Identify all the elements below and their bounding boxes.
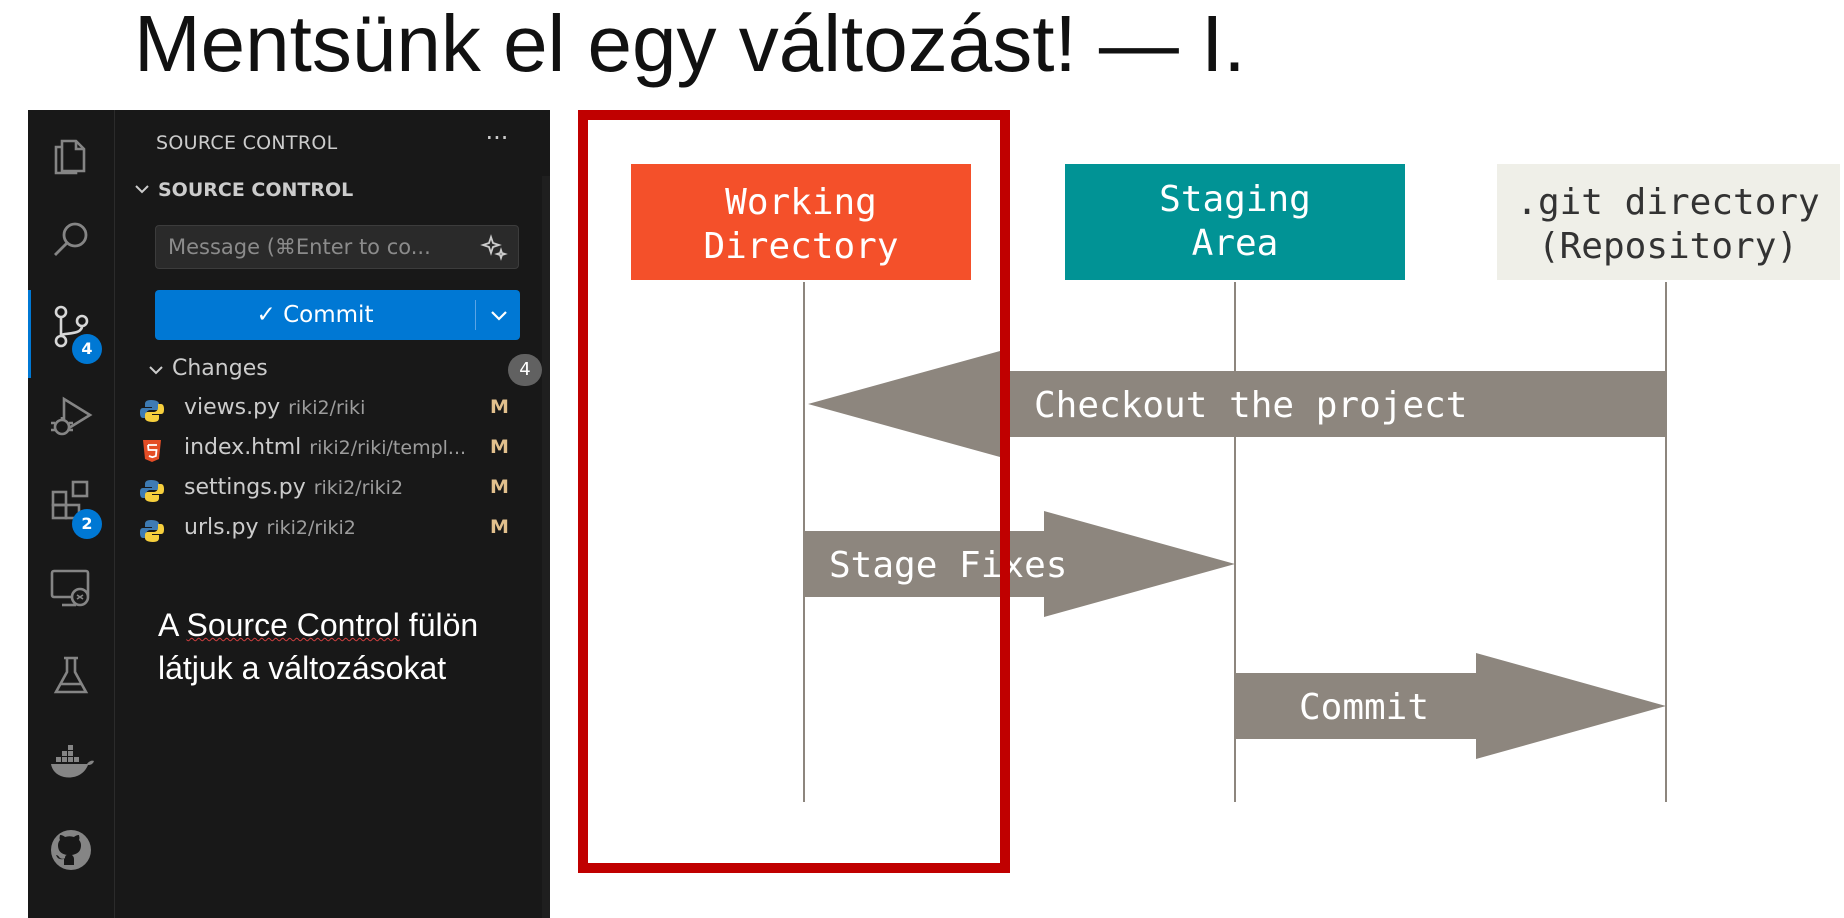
more-actions-button[interactable]: ··· (485, 124, 509, 152)
changes-count-badge: 4 (508, 354, 542, 386)
changed-file-row[interactable]: index.html riki2/riki/templ... M (115, 432, 535, 468)
changed-file-row[interactable]: views.py riki2/riki M (115, 392, 535, 428)
file-path: riki2/riki (288, 397, 366, 419)
files-icon (54, 139, 86, 175)
panel-title: SOURCE CONTROL (156, 132, 338, 154)
section-header[interactable]: SOURCE CONTROL (115, 174, 535, 206)
working-directory-highlight (578, 110, 1010, 873)
extensions-button[interactable]: 2 (28, 465, 114, 539)
search-icon (54, 222, 88, 256)
checkout-arrow (808, 351, 1666, 457)
file-path: riki2/riki2 (313, 477, 404, 499)
commit-button[interactable]: ✓ Commit (256, 302, 374, 328)
commit-label: Commit (1299, 687, 1429, 728)
chevron-down-icon (135, 185, 149, 194)
file-status-modified: M (490, 396, 509, 418)
chevron-down-icon (149, 366, 163, 375)
stage-fixes-arrow (804, 511, 1235, 617)
search-button[interactable] (28, 204, 114, 274)
explorer-button[interactable] (28, 118, 114, 188)
file-name: urls.py (184, 515, 259, 540)
commit-separator (475, 300, 476, 330)
git-workflow-diagram: Working Directory Staging Area .git dire… (631, 164, 1840, 802)
activity-bar: 4 2 (28, 110, 115, 918)
file-status-modified: M (490, 436, 509, 458)
repository-label-1: .git directory (1516, 182, 1819, 223)
staging-area-label-2: Area (1192, 223, 1279, 264)
run-debug-button[interactable] (28, 380, 114, 450)
file-path: riki2/riki/templ... (309, 437, 467, 459)
caption-source-control: Source Control (186, 607, 400, 643)
changed-file-row[interactable]: settings.py riki2/riki2 M (115, 472, 535, 508)
section-title: SOURCE CONTROL (158, 179, 354, 201)
commit-arrow (1235, 653, 1666, 759)
slide-title: Mentsünk el egy változást! — I. (134, 0, 1246, 88)
file-status-modified: M (490, 476, 509, 498)
python-file-icon (140, 480, 164, 502)
caption-prefix: A (158, 607, 187, 643)
changes-group-header[interactable]: Changes 4 (115, 352, 542, 388)
sparkle-icon[interactable] (480, 234, 508, 262)
slide-caption: A Source Control fülön látjuk a változás… (158, 604, 528, 690)
source-control-panel: SOURCE CONTROL ··· SOURCE CONTROL ✓ Comm… (115, 110, 550, 918)
source-control-button[interactable]: 4 (28, 290, 114, 378)
vscode-window: 4 2 (28, 110, 550, 918)
file-path: riki2/riki2 (266, 517, 356, 539)
working-directory-box (631, 164, 971, 280)
file-name: index.html (184, 435, 302, 460)
repository-label-2: (Repository) (1538, 226, 1798, 267)
source-control-icon (54, 305, 89, 348)
staging-area-label-1: Staging (1159, 179, 1311, 220)
scm-badge: 4 (72, 334, 102, 364)
python-file-icon (140, 400, 164, 422)
remote-explorer-button[interactable] (28, 552, 114, 622)
commit-button-group: ✓ Commit (155, 290, 520, 340)
commit-message-box[interactable] (155, 225, 519, 269)
docker-icon (51, 745, 94, 778)
changes-label: Changes (172, 356, 268, 381)
staging-area-box (1065, 164, 1405, 280)
testing-icon (53, 656, 89, 694)
repository-box (1497, 164, 1840, 280)
testing-button[interactable] (28, 640, 114, 710)
github-icon (51, 830, 91, 870)
html-file-icon (143, 440, 161, 462)
sidebar-scrollbar[interactable] (542, 176, 550, 918)
run-debug-icon (51, 396, 93, 436)
docker-button[interactable] (28, 726, 114, 796)
file-status-modified: M (490, 516, 509, 538)
working-directory-label-2: Directory (703, 226, 898, 267)
commit-dropdown-button[interactable] (477, 290, 520, 340)
chevron-down-icon (491, 311, 507, 321)
python-file-icon (140, 520, 164, 542)
file-name: settings.py (184, 475, 306, 500)
github-button[interactable] (28, 814, 114, 884)
commit-message-input[interactable] (168, 226, 468, 268)
extensions-badge: 2 (72, 509, 102, 539)
caption-line-2: látjuk a változásokat (158, 650, 447, 686)
stage-fixes-label: Stage Fixes (829, 545, 1067, 586)
remote-explorer-icon (50, 569, 90, 607)
caption-suffix: fülön (399, 607, 479, 643)
changed-file-row[interactable]: urls.py riki2/riki2 M (115, 512, 535, 548)
working-directory-label-1: Working (725, 182, 877, 223)
file-name: views.py (184, 395, 281, 420)
checkout-label: Checkout the project (1034, 385, 1467, 426)
